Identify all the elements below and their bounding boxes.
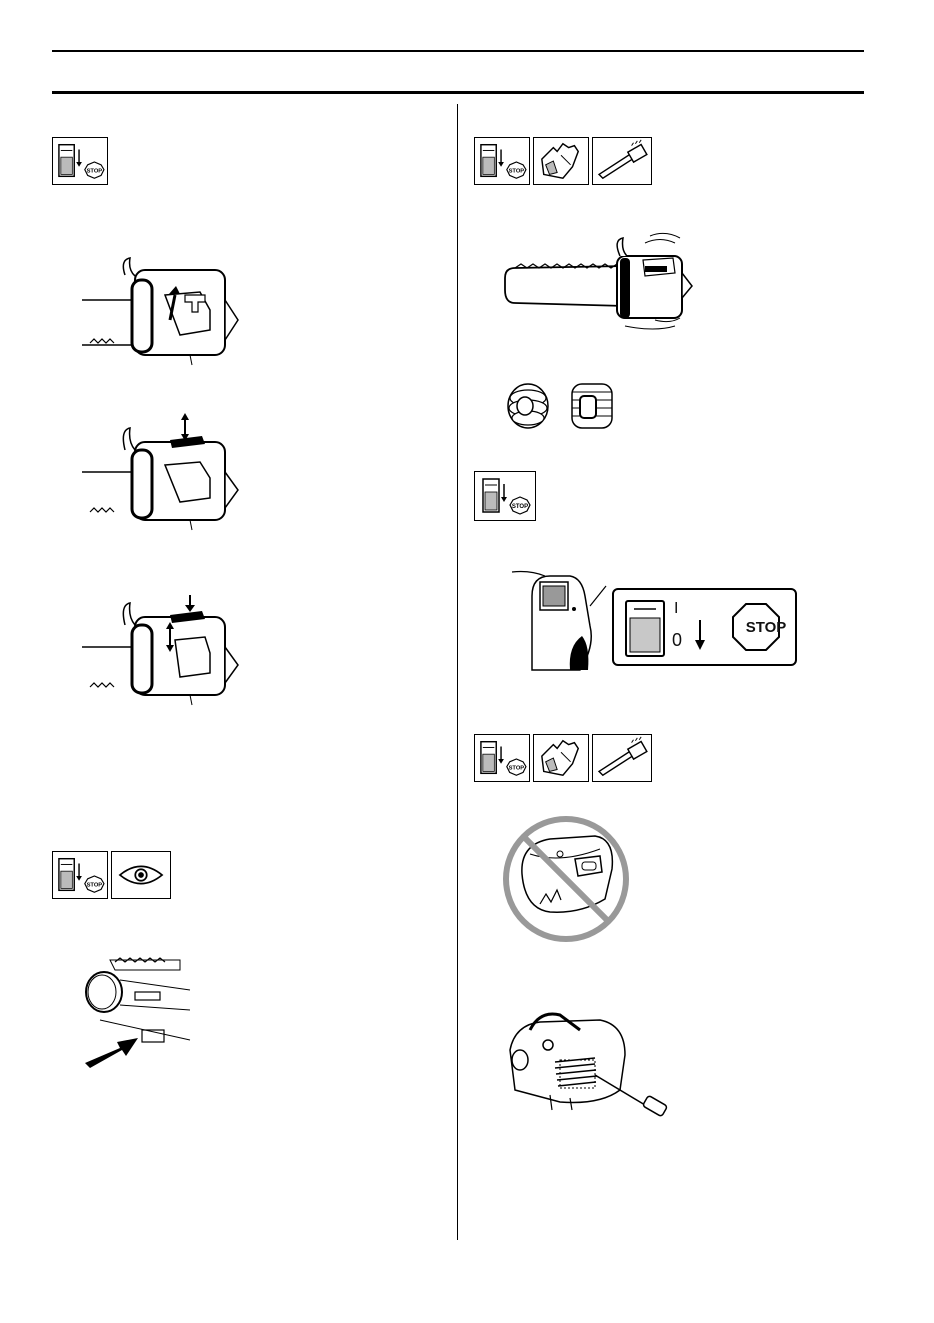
brush-icon: [592, 734, 652, 782]
header-rule-top: [52, 50, 864, 52]
glove-icon: [533, 734, 589, 782]
symbol-group-stop-2: STOP: [474, 471, 536, 521]
brush-icon: [592, 137, 652, 185]
on-mark: I: [674, 600, 678, 618]
stop-switch-icon: STOP: [474, 137, 530, 185]
glove-icon: [533, 137, 589, 185]
stop-sign-text: STOP: [512, 504, 528, 510]
chain-catcher-illustration: [80, 950, 210, 1070]
stop-switch-icon: STOP: [52, 137, 108, 185]
spark-arrestor-cleaning-illustration: [500, 1010, 690, 1130]
chain-brake-illustration-1: [80, 250, 250, 370]
stop-switch-handle-illustration: [510, 566, 610, 676]
eye-icon: [111, 851, 171, 899]
header-rule-bottom: [52, 91, 864, 94]
damaged-muffler-prohibited-illustration: [500, 814, 632, 944]
stop-switch-icon: STOP: [52, 851, 108, 899]
column-divider: [457, 104, 458, 1240]
chain-brake-illustration-3: [80, 585, 250, 710]
stop-sign-text: STOP: [509, 169, 525, 175]
symbol-group-stop-1: STOP: [52, 137, 108, 185]
symbol-group-stop-glove-brush-1: STOP: [474, 137, 652, 185]
stop-switch-icon: STOP: [474, 734, 530, 782]
stop-sign-text: STOP: [87, 883, 103, 889]
anti-vibration-dampers-illustration: [500, 378, 625, 433]
chainsaw-vibration-illustration: [495, 228, 695, 333]
off-mark: 0: [672, 630, 682, 651]
symbol-group-stop-eye: STOP: [52, 851, 171, 899]
stop-sign-text: STOP: [87, 169, 103, 175]
stop-sign-text: STOP: [509, 766, 525, 772]
symbol-group-stop-glove-brush-2: STOP: [474, 734, 652, 782]
stop-switch-label: I 0 STOP: [612, 588, 797, 666]
stop-switch-icon: STOP: [474, 471, 536, 521]
stop-sign-label-text: STOP: [741, 619, 791, 636]
chain-brake-illustration-2: [80, 410, 250, 535]
